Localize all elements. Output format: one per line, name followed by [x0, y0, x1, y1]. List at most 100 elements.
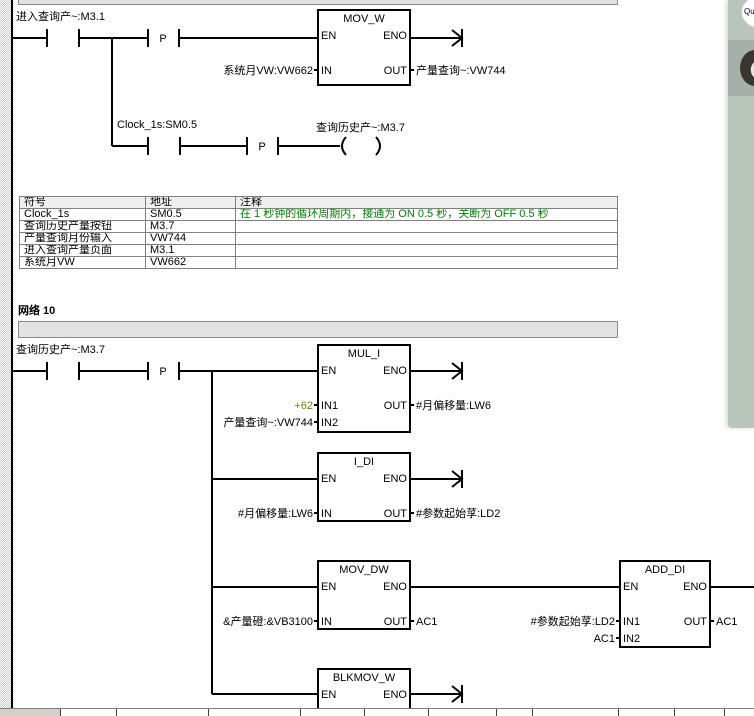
table-row: 进入查询产量页面 M3.1: [19, 244, 618, 257]
input-operand: 产量查询~:VW744: [223, 415, 313, 429]
output-operand: #参数起始莩:LD2: [416, 506, 500, 520]
pin-en: EN: [321, 30, 336, 42]
coil-label: 查询历史产~:M3.7: [316, 120, 405, 134]
table-row: 查询历史产量按钮 M3.7: [19, 220, 618, 233]
pin-eno: ENO: [383, 689, 407, 701]
output-arrow-icon: [451, 362, 464, 380]
output-operand: AC1: [416, 616, 437, 628]
pin-out: OUT: [684, 616, 708, 628]
constant-operand: +62: [294, 400, 313, 412]
positive-edge-label: P: [258, 141, 265, 153]
coil-left-arc: [341, 136, 347, 156]
tab[interactable]: [674, 709, 725, 716]
coil-right-arc: [375, 136, 381, 156]
box-title: MOV_W: [343, 13, 385, 25]
tab[interactable]: [496, 709, 533, 716]
tab[interactable]: [364, 709, 429, 716]
function-box-i_di[interactable]: [317, 452, 411, 522]
input-operand: AC1: [594, 633, 615, 645]
cell-comment: [235, 232, 618, 245]
cell-address: M3.7: [145, 220, 236, 233]
pin-out: OUT: [384, 65, 408, 77]
contact-label: 进入查询产~:M3.1: [16, 9, 105, 23]
pin-in2: IN2: [623, 633, 640, 645]
pin-in: IN: [321, 65, 332, 77]
cell-comment: [235, 256, 618, 269]
output-arrow-icon: [451, 470, 464, 488]
pin-out: OUT: [384, 400, 408, 412]
function-box-mov_dw[interactable]: [317, 560, 411, 630]
pin-in2: IN2: [321, 417, 338, 429]
pin-eno: ENO: [383, 30, 407, 42]
cell-address: VW744: [145, 232, 236, 245]
contact-label: Clock_1s:SM0.5: [117, 119, 197, 131]
input-operand: #月偏移量:LW6: [238, 506, 313, 520]
input-operand: 系统月VW:VW662: [223, 64, 313, 77]
box-title: ADD_DI: [645, 564, 685, 576]
pin-in: IN: [321, 508, 332, 520]
ladder-left-margin: [0, 0, 11, 708]
box-title: I_DI: [354, 456, 374, 468]
input-operand: &产量磴:&VB3100: [223, 614, 313, 628]
cell-comment: 在 1 秒钟的循环周期内，接通为 ON 0.5 秒，关断为 OFF 0.5 秒: [235, 208, 618, 221]
pin-in: IN: [321, 616, 332, 628]
cell-address: M3.1: [145, 244, 236, 257]
table-row: Clock_1s SM0.5 在 1 秒钟的循环周期内，接通为 ON 0.5 秒…: [19, 208, 618, 221]
pin-en: EN: [321, 473, 336, 485]
tab[interactable]: [428, 709, 497, 716]
floating-sidebar: Qu: [728, 0, 754, 428]
table-row: 产量查询月份输入 VW744: [19, 232, 618, 245]
cell-address: VW662: [145, 256, 236, 269]
pin-en: EN: [623, 581, 638, 593]
tab[interactable]: [60, 709, 117, 716]
tab[interactable]: [724, 709, 754, 716]
cell-symbol: 系统月VW: [19, 256, 146, 269]
cell-symbol: Clock_1s: [19, 208, 146, 221]
pin-eno: ENO: [383, 473, 407, 485]
cell-comment: [235, 244, 618, 257]
tab[interactable]: [208, 709, 301, 716]
symbol-table: 符号 地址 注释 Clock_1s SM0.5 在 1 秒钟的循环周期内，接通为…: [19, 196, 618, 269]
tab[interactable]: [300, 709, 365, 716]
cell-address: SM0.5: [145, 208, 236, 221]
pin-out: OUT: [384, 616, 408, 628]
function-box-add_di[interactable]: [619, 560, 711, 648]
cell-symbol: 产量查询月份输入: [19, 232, 146, 245]
cell-symbol: 进入查询产量页面: [19, 244, 146, 257]
box-title: BLKMOV_W: [333, 672, 396, 684]
pin-out: OUT: [384, 508, 408, 520]
input-operand: #参数起始莩:LD2: [531, 614, 615, 628]
output-arrow-icon: [451, 685, 464, 703]
box-title: MUL_I: [348, 348, 380, 360]
pin-eno: ENO: [383, 365, 407, 377]
pou-tab-strip: [0, 708, 754, 716]
pin-en: EN: [321, 365, 336, 377]
function-box-mul_i[interactable]: [317, 344, 411, 433]
pin-in1: IN1: [623, 616, 640, 628]
tab[interactable]: [116, 709, 209, 716]
network-10-title[interactable]: 网络 10: [18, 305, 56, 317]
table-row: 系统月VW VW662: [19, 256, 618, 269]
header-comment: 注释: [235, 196, 618, 209]
pin-eno: ENO: [683, 581, 707, 593]
pin-en: EN: [321, 581, 336, 593]
positive-edge-label: P: [159, 366, 166, 378]
previous-network-comment[interactable]: [18, 0, 618, 5]
tab-active[interactable]: [532, 709, 619, 716]
logo-icon[interactable]: Qu: [741, 0, 754, 28]
tab[interactable]: [618, 709, 675, 716]
box-title: MOV_DW: [339, 564, 389, 576]
header-symbol: 符号: [19, 196, 146, 209]
symbol-table-header: 符号 地址 注释: [19, 196, 618, 209]
user-avatar-icon[interactable]: [740, 50, 754, 86]
output-operand: #月偏移量:LW6: [416, 398, 491, 412]
cell-comment: [235, 220, 618, 233]
pin-en: EN: [321, 689, 336, 701]
avatar-container: [728, 40, 754, 96]
cell-symbol: 查询历史产量按钮: [19, 220, 146, 233]
output-operand: 产量查询~:VW744: [416, 63, 506, 77]
function-box-mov_w[interactable]: [317, 9, 411, 86]
network-10-comment[interactable]: [18, 321, 618, 338]
header-address: 地址: [145, 196, 236, 209]
